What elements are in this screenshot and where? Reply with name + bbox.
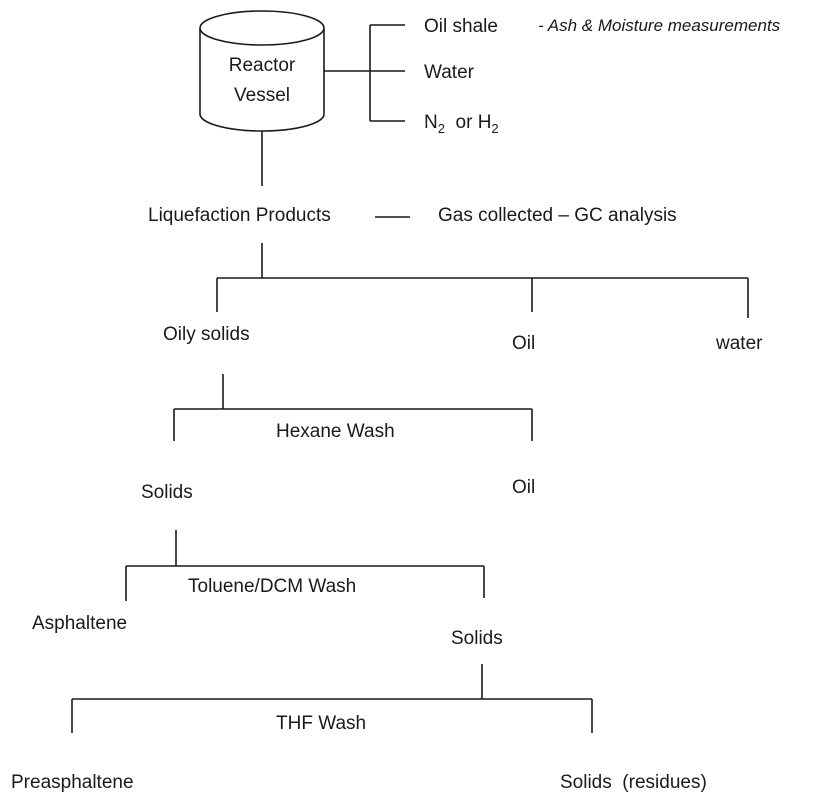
residues-label: Solids (residues) <box>560 772 707 793</box>
hexane-wash-label: Hexane Wash <box>276 421 395 442</box>
reactor-label-line1: Reactor <box>229 55 296 76</box>
toluene-solids-label: Solids <box>451 628 503 649</box>
oil-label: Oil <box>512 333 535 354</box>
toluene-dcm-wash-label: Toluene/DCM Wash <box>188 576 356 597</box>
reactor-vessel: Reactor Vessel <box>199 10 325 132</box>
input-gas: N2 or H2 <box>424 112 499 136</box>
gas-collected-label: Gas collected – GC analysis <box>438 205 677 226</box>
thf-wash-bracket <box>71 664 593 733</box>
toluene-wash-bracket <box>125 530 485 601</box>
water-label: water <box>715 333 763 354</box>
thf-wash-label: THF Wash <box>276 713 366 734</box>
oily-solids-label: Oily solids <box>163 324 250 345</box>
input-oil-shale: Oil shale <box>424 16 498 37</box>
hexane-solids-label: Solids <box>141 482 193 503</box>
asphaltene-label: Asphaltene <box>32 613 127 634</box>
input-water: Water <box>424 62 475 83</box>
reactor-label-line2: Vessel <box>234 85 290 106</box>
hexane-wash-bracket <box>173 374 533 441</box>
preasphaltene-label: Preasphaltene <box>11 772 134 793</box>
input-bracket <box>324 24 405 122</box>
ash-moisture-note: - Ash & Moisture measurements <box>538 16 781 35</box>
hexane-oil-label: Oil <box>512 477 535 498</box>
liquefaction-products-label: Liquefaction Products <box>148 205 331 226</box>
split-1-bracket <box>216 243 749 318</box>
